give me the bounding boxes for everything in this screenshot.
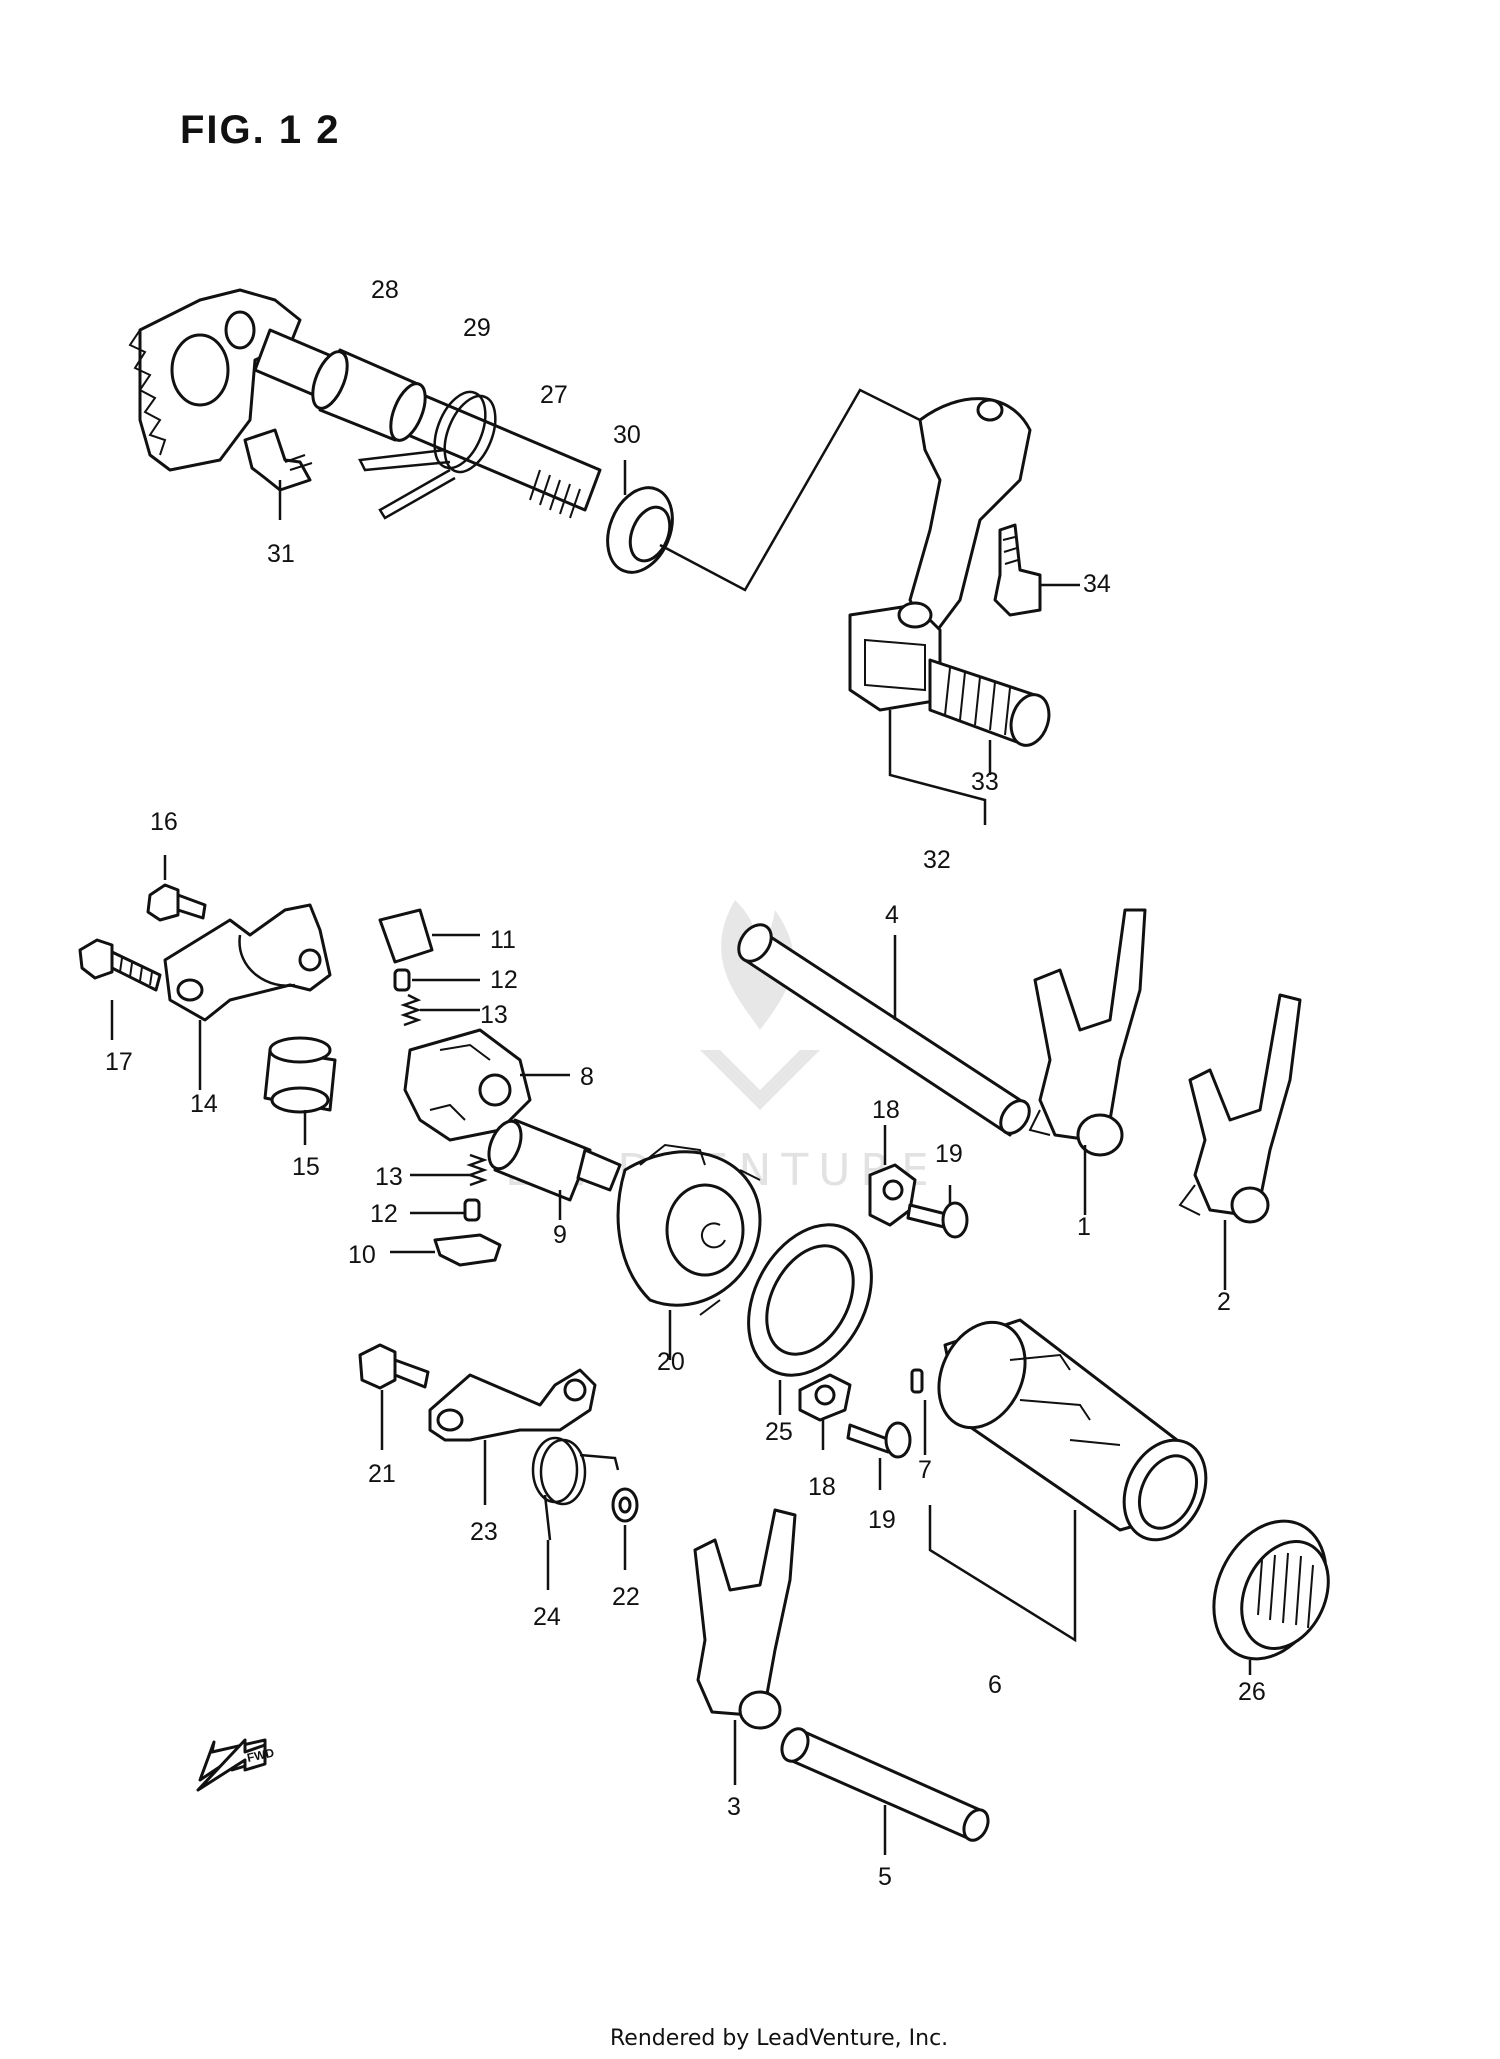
callout-22: 22 <box>612 1583 640 1611</box>
callout-18-upper: 18 <box>872 1096 900 1124</box>
callout-12-upper: 12 <box>490 966 518 994</box>
callout-27: 27 <box>540 381 568 409</box>
callout-2: 2 <box>1217 1288 1231 1316</box>
callout-18-lower: 18 <box>808 1473 836 1501</box>
gearshift-forks <box>693 908 1302 1785</box>
callout-13-lower: 13 <box>375 1163 403 1191</box>
figure-title: FIG. 1 2 <box>180 108 341 152</box>
callout-25: 25 <box>765 1418 793 1446</box>
callout-19-lower: 19 <box>868 1506 896 1534</box>
callout-12-lower: 12 <box>370 1200 398 1228</box>
callout-26: 26 <box>1238 1678 1266 1706</box>
cam-guide-lower <box>798 1373 912 1490</box>
callout-34: 34 <box>1083 570 1111 598</box>
callout-21: 21 <box>368 1460 396 1488</box>
callout-17: 17 <box>105 1048 133 1076</box>
callout-labels: 28 29 27 30 31 34 33 32 16 17 14 15 11 1… <box>105 276 1266 1891</box>
callout-23: 23 <box>470 1518 498 1546</box>
callout-6: 6 <box>988 1671 1002 1699</box>
callout-24: 24 <box>533 1603 561 1631</box>
callout-31: 31 <box>267 540 295 568</box>
callout-11: 11 <box>490 926 516 954</box>
callout-10: 10 <box>348 1241 376 1269</box>
callout-33: 33 <box>971 768 999 796</box>
callout-30: 30 <box>613 421 641 449</box>
callout-20: 20 <box>657 1348 685 1376</box>
cam-stopper-parts <box>378 908 622 1267</box>
callout-8: 8 <box>580 1063 594 1091</box>
callout-9: 9 <box>553 1221 567 1249</box>
callout-28: 28 <box>371 276 399 304</box>
gearshift-drum <box>910 1318 1330 1675</box>
gearshift-cam <box>616 1143 762 1360</box>
render-credit: Rendered by LeadVenture, Inc. <box>610 2026 948 2051</box>
gear-shift-lever <box>848 397 1080 825</box>
cam-bearing <box>747 1223 873 1415</box>
gearshift-shaft-assembly <box>128 288 921 592</box>
callout-4: 4 <box>885 901 899 929</box>
callout-7: 7 <box>918 1456 932 1484</box>
callout-3: 3 <box>727 1793 741 1821</box>
callout-29: 29 <box>463 314 491 342</box>
callout-15: 15 <box>292 1153 320 1181</box>
cam-stopper-group <box>78 855 337 1145</box>
callout-1: 1 <box>1077 1213 1091 1241</box>
callout-13-upper: 13 <box>480 1001 508 1029</box>
callout-14: 14 <box>190 1090 218 1118</box>
callout-32: 32 <box>923 846 951 874</box>
callout-16: 16 <box>150 808 178 836</box>
cam-guide-upper <box>868 1125 969 1239</box>
callout-19-upper: 19 <box>935 1140 963 1168</box>
fwd-label: FWD <box>246 1745 276 1764</box>
callout-5: 5 <box>878 1863 892 1891</box>
fork-shafts <box>737 923 1031 1855</box>
cam-driven-gear-group <box>358 1343 639 1590</box>
fwd-arrow-icon: FWD <box>196 1738 276 1792</box>
